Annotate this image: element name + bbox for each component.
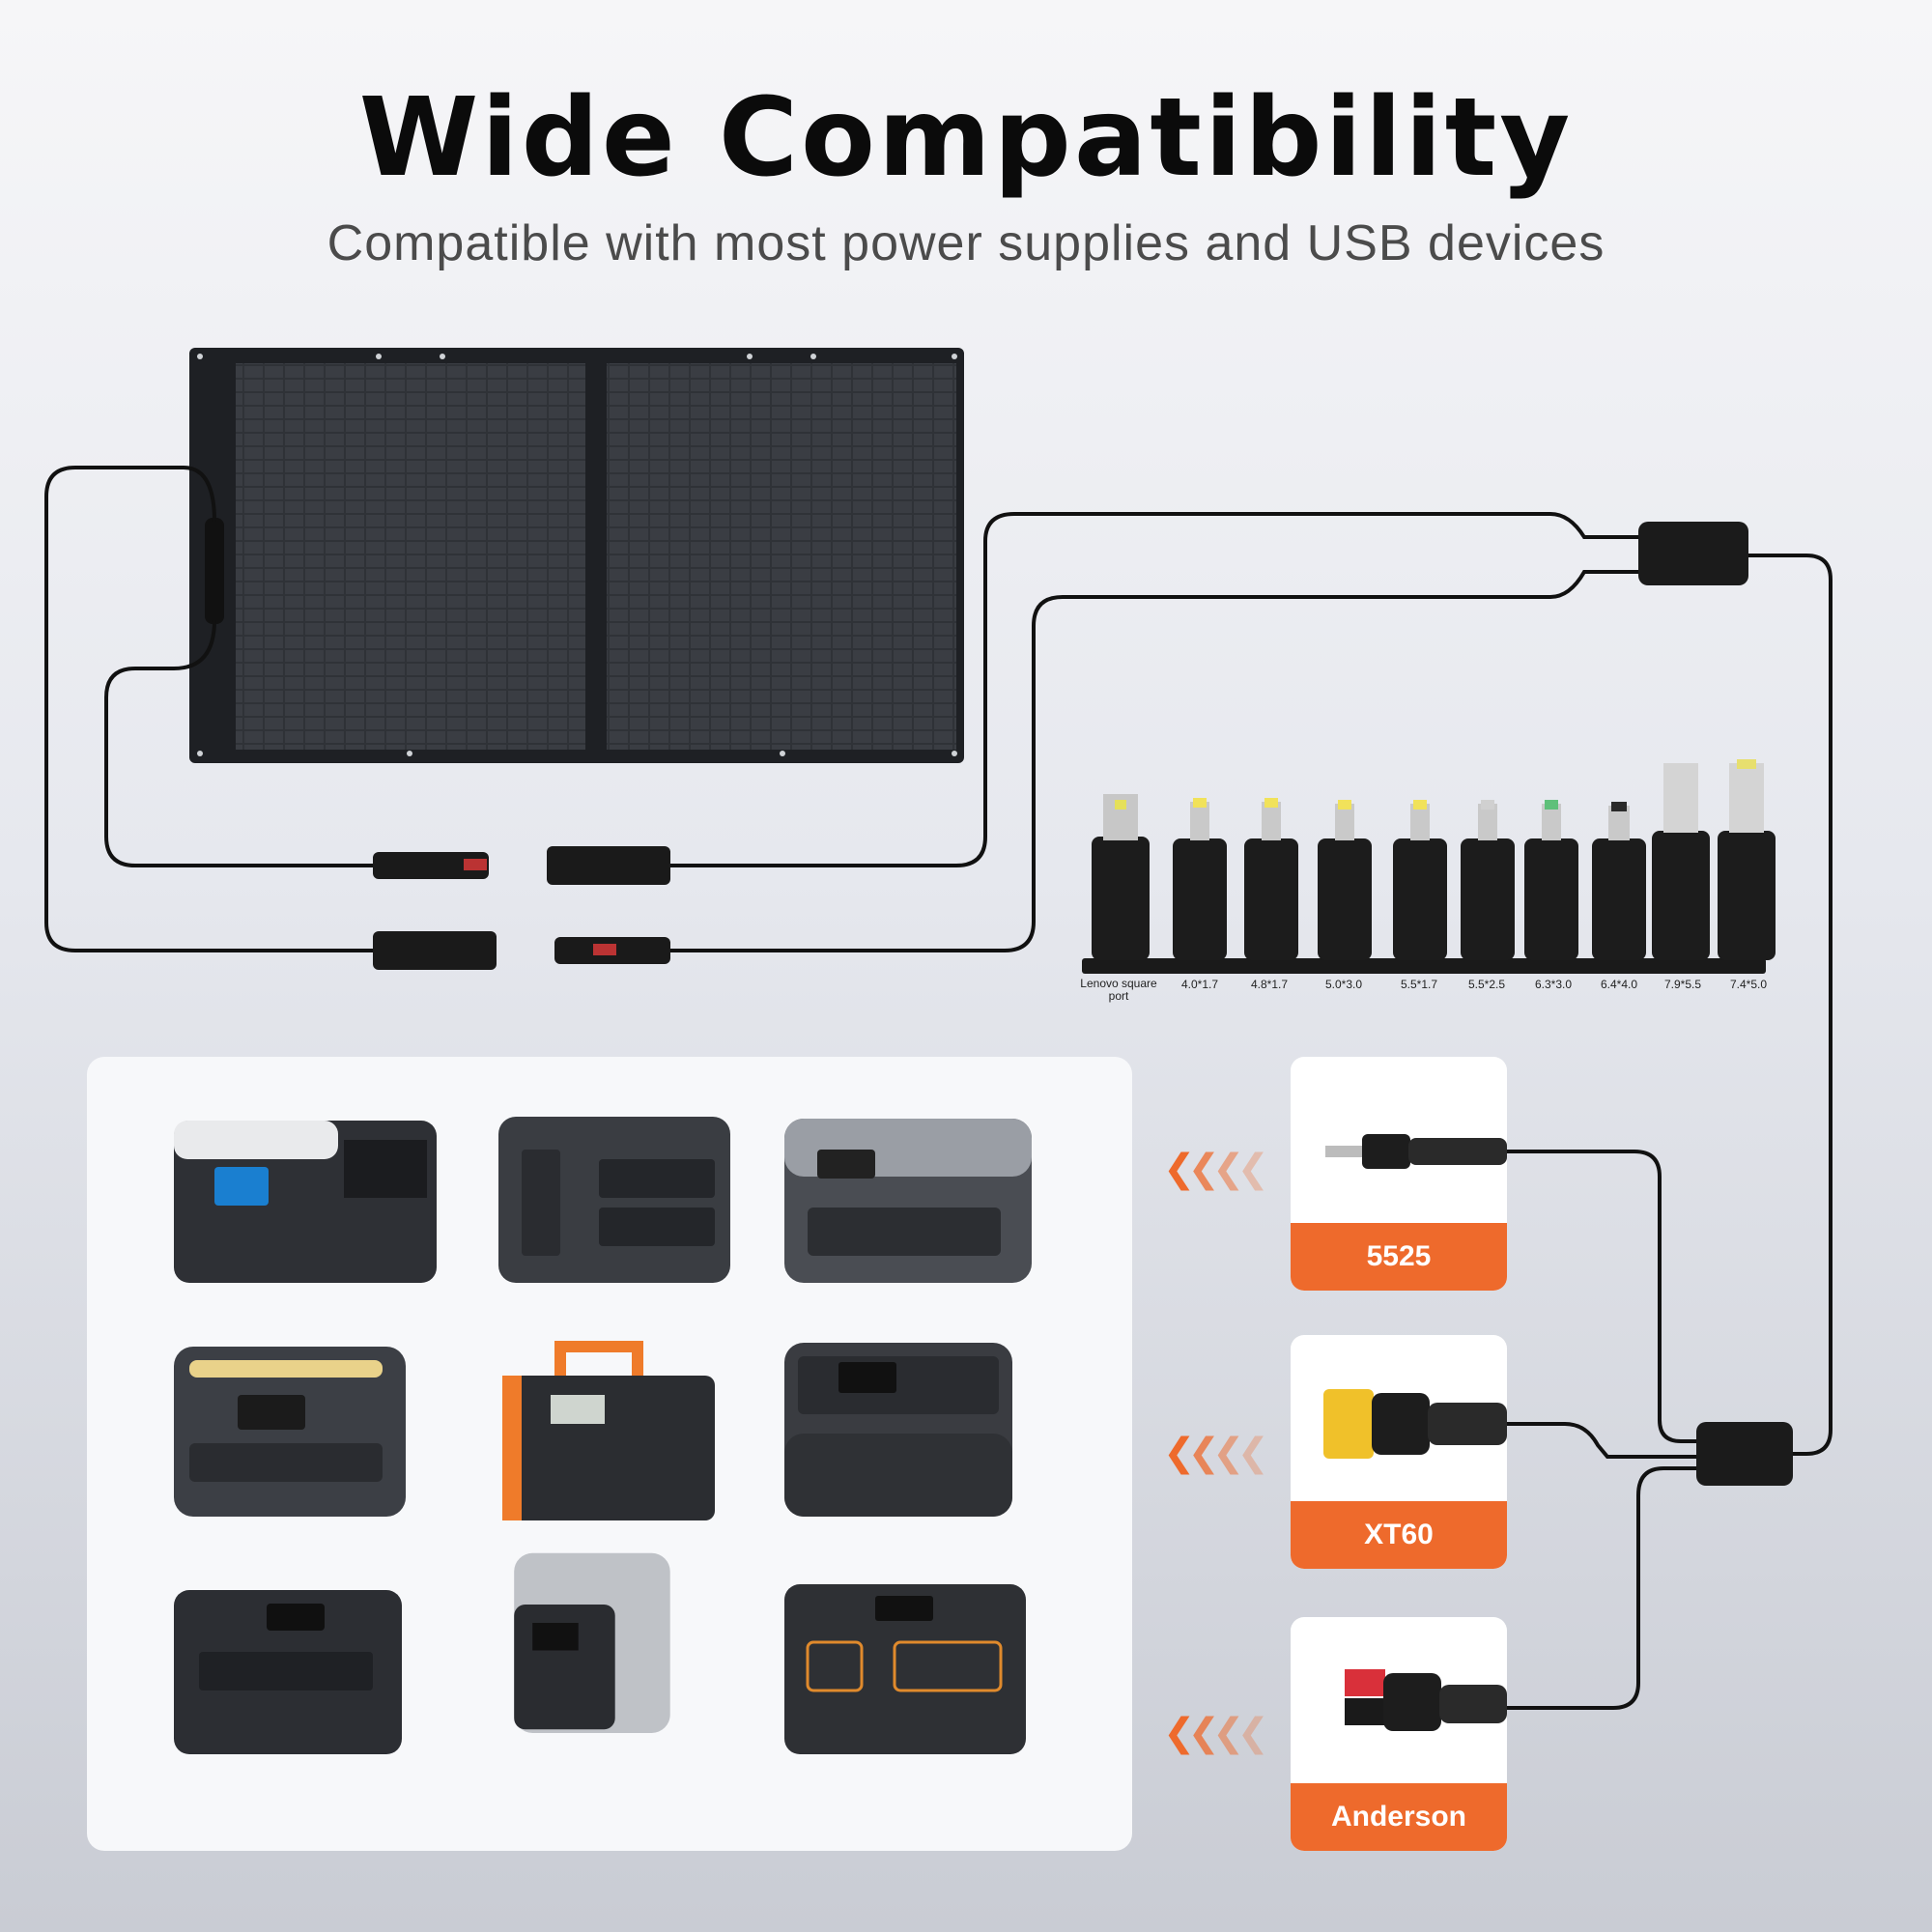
dc-tips-tray xyxy=(1082,958,1766,974)
y-splitter-top xyxy=(1638,522,1748,585)
y-splitter-bottom xyxy=(1696,1422,1793,1486)
arrow-indicator-5525: ❮❮❮❮ xyxy=(1163,1147,1269,1191)
tip-label-7450: 7.4*5.0 xyxy=(1729,978,1768,991)
tip-label-4017: 4.0*1.7 xyxy=(1180,978,1219,991)
power-station-device-2 xyxy=(498,1117,730,1283)
power-station-device-4 xyxy=(174,1347,406,1517)
arrow-indicator-anderson: ❮❮❮❮ xyxy=(1163,1711,1269,1755)
port-label-anderson: Anderson xyxy=(1291,1783,1507,1851)
tip-label-6330: 6.3*3.0 xyxy=(1534,978,1573,991)
port-card-5525: 5525 xyxy=(1291,1057,1507,1291)
panel-grommets xyxy=(197,354,957,756)
power-station-device-5 xyxy=(502,1341,715,1520)
solar-panel-right-half xyxy=(607,363,956,750)
power-station-device-3 xyxy=(784,1119,1032,1283)
power-station-device-7 xyxy=(174,1590,402,1754)
tip-label-4817: 4.8*1.7 xyxy=(1250,978,1289,991)
cables xyxy=(44,466,1833,1710)
dc-tips xyxy=(1092,759,1776,960)
power-station-device-9 xyxy=(784,1584,1026,1754)
power-station-device-6 xyxy=(784,1343,1012,1517)
tip-label-5517: 5.5*1.7 xyxy=(1400,978,1438,991)
tip-label-lenovo: Lenovo square port xyxy=(1080,977,1157,1003)
power-station-device-1 xyxy=(174,1121,437,1283)
page-subtitle: Compatible with most power supplies and … xyxy=(327,215,1605,271)
mc4-connectors xyxy=(373,846,670,970)
port-card-anderson: Anderson xyxy=(1291,1617,1507,1851)
tip-label-5030: 5.0*3.0 xyxy=(1324,978,1363,991)
compatible-devices-panel xyxy=(87,1057,1132,1851)
solar-panel-left-half xyxy=(236,363,585,750)
port-label-5525: 5525 xyxy=(1291,1223,1507,1291)
tip-label-5525: 5.5*2.5 xyxy=(1467,978,1506,991)
arrow-indicator-xt60: ❮❮❮❮ xyxy=(1163,1431,1269,1475)
tip-label-7955: 7.9*5.5 xyxy=(1663,978,1702,991)
tip-label-6440: 6.4*4.0 xyxy=(1600,978,1638,991)
port-card-xt60: XT60 xyxy=(1291,1335,1507,1569)
port-label-xt60: XT60 xyxy=(1291,1501,1507,1569)
junction-box xyxy=(205,518,224,624)
page-title: Wide Compatibility xyxy=(358,75,1574,201)
power-station-device-8 xyxy=(514,1552,670,1733)
